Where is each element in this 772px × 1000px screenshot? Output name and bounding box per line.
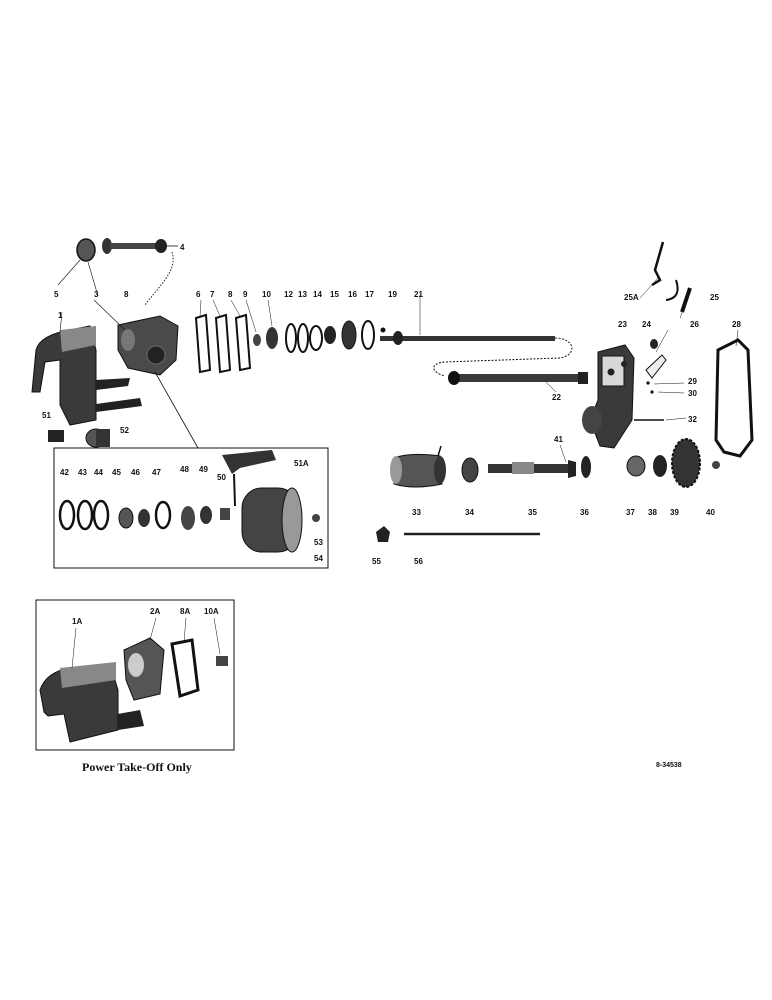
part-5-knob xyxy=(76,238,96,262)
callout-47: 47 xyxy=(152,468,161,477)
callout-43: 43 xyxy=(78,468,87,477)
callout-9: 9 xyxy=(243,290,248,299)
callout-36: 36 xyxy=(580,508,589,517)
callout-6: 6 xyxy=(196,290,201,299)
gasket-stack xyxy=(194,299,386,374)
callout-10: 10 xyxy=(262,290,271,299)
part-36 xyxy=(581,456,591,478)
callout-24: 24 xyxy=(642,320,651,329)
drawing-code: 8-34538 xyxy=(656,762,682,769)
callout-12: 12 xyxy=(284,290,293,299)
callout-48: 48 xyxy=(180,465,189,474)
callout-51: 51 xyxy=(42,411,51,420)
callout-52: 52 xyxy=(120,426,129,435)
callout-1: 1 xyxy=(58,311,63,320)
callout-29: 29 xyxy=(688,377,697,386)
callout-44: 44 xyxy=(94,468,103,477)
callout-46: 46 xyxy=(131,468,140,477)
callouts: 5 3 8 4 1 6 7 8 9 10 12 13 14 15 16 17 1… xyxy=(42,243,741,626)
part-38 xyxy=(653,455,667,477)
callout-23: 23 xyxy=(618,320,627,329)
callout-41: 41 xyxy=(554,435,563,444)
callout-37: 37 xyxy=(626,508,635,517)
callout-26: 26 xyxy=(690,320,699,329)
callout-13: 13 xyxy=(298,290,307,299)
lower-row-parts xyxy=(376,438,720,542)
part-39-gear xyxy=(671,438,701,488)
callout-49: 49 xyxy=(199,465,208,474)
callout-14: 14 xyxy=(313,290,322,299)
part-40 xyxy=(712,461,720,469)
callout-8b: 8 xyxy=(228,290,233,299)
inset-detail-box xyxy=(53,447,329,569)
part-3-bolt-shank xyxy=(110,243,158,249)
callout-5: 5 xyxy=(54,290,59,299)
inset-caption: Power Take-Off Only xyxy=(82,760,192,774)
shaft-group xyxy=(380,295,588,393)
callout-28: 28 xyxy=(732,320,741,329)
callout-15: 15 xyxy=(330,290,339,299)
callout-38: 38 xyxy=(648,508,657,517)
callout-10a: 10A xyxy=(204,607,219,616)
callout-3: 3 xyxy=(94,290,99,299)
callout-32: 32 xyxy=(688,415,697,424)
callout-56: 56 xyxy=(414,557,423,566)
callout-17: 17 xyxy=(365,290,374,299)
part-22-shaft xyxy=(450,374,580,382)
part-37 xyxy=(626,455,646,477)
callout-34: 34 xyxy=(465,508,474,517)
callout-54: 54 xyxy=(314,554,323,563)
callout-51a: 51A xyxy=(294,459,309,468)
callout-2a: 2A xyxy=(150,607,160,616)
callout-25a: 25A xyxy=(624,293,639,302)
part-10a xyxy=(216,656,228,666)
callout-22: 22 xyxy=(552,393,561,402)
part-4-nut xyxy=(155,239,167,253)
callout-33: 33 xyxy=(412,508,421,517)
callout-1a: 1A xyxy=(72,617,82,626)
callout-42: 42 xyxy=(60,468,69,477)
pto-housing-group xyxy=(31,238,199,449)
callout-40: 40 xyxy=(706,508,715,517)
callout-39: 39 xyxy=(670,508,679,517)
part-34 xyxy=(461,457,479,483)
part-28-gasket xyxy=(714,338,754,458)
callout-30: 30 xyxy=(688,389,697,398)
callout-21: 21 xyxy=(414,290,423,299)
callout-25: 25 xyxy=(710,293,719,302)
callout-35: 35 xyxy=(528,508,537,517)
part-51 xyxy=(48,430,64,442)
part-21-shaft xyxy=(380,336,555,341)
callout-53: 53 xyxy=(314,538,323,547)
callout-8a: 8A xyxy=(180,607,190,616)
callout-8: 8 xyxy=(124,290,129,299)
callout-55: 55 xyxy=(372,557,381,566)
part-33-drum xyxy=(393,453,443,488)
part-3-bolt-head xyxy=(102,238,112,254)
gearbox-group xyxy=(582,241,754,458)
part-55 xyxy=(376,526,390,542)
part-8a-gasket xyxy=(170,638,200,698)
callout-16: 16 xyxy=(348,290,357,299)
callout-50: 50 xyxy=(217,473,226,482)
callout-4: 4 xyxy=(180,243,185,252)
callout-7: 7 xyxy=(210,290,215,299)
callout-45: 45 xyxy=(112,468,121,477)
pto-only-inset xyxy=(35,599,235,751)
callout-19: 19 xyxy=(388,290,397,299)
